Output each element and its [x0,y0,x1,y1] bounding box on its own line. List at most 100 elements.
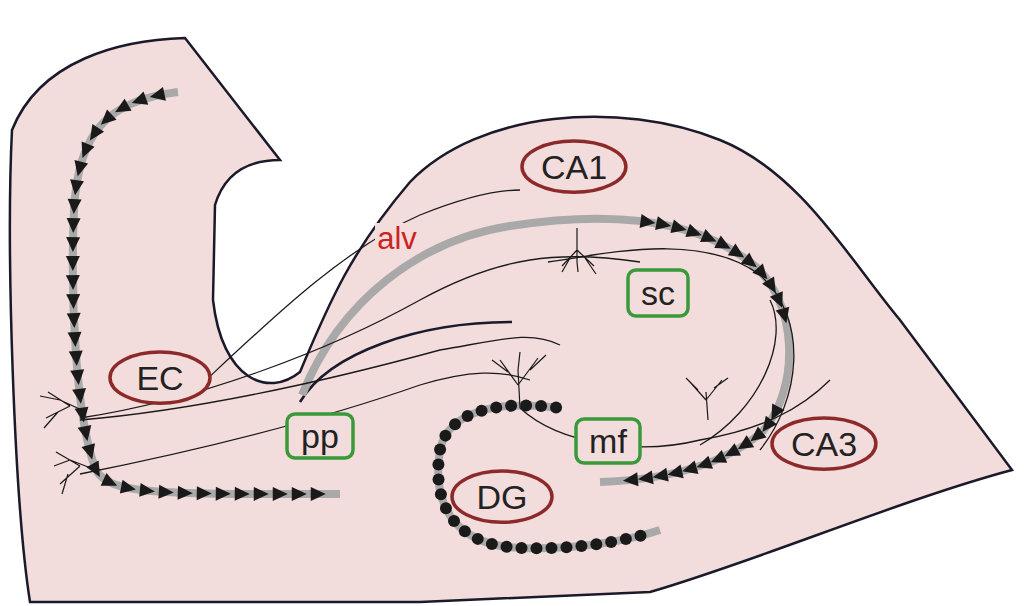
outline [628,270,688,316]
neuron-somata [66,87,793,554]
pyramidal-cell [112,99,132,119]
granule-cell [432,458,444,470]
pyramidal-cell [637,470,654,486]
pyramidal-cell [66,237,80,252]
granule-cell [434,444,446,456]
alveus-axon [190,190,520,395]
dendrite-tree [492,352,546,408]
pyramidal-cell [75,407,91,424]
granule-cell [546,542,558,554]
granule-cell [531,542,543,554]
dendrite-tree [686,378,728,420]
pyramidal-cell [76,141,95,160]
granule-cell [476,405,488,417]
pathway-box: mf [574,417,642,465]
axon-paths [80,190,830,474]
pyramidal-cell [66,256,80,271]
pyramidal-cell [66,275,80,290]
pyramidal-cell [292,487,307,501]
granule-cell [634,530,646,542]
pyramidal-cell [651,468,668,484]
granule-cell [449,418,461,430]
hippocampus-outline [10,38,1012,602]
granule-cell [605,536,617,548]
pyramidal-cell [655,216,672,233]
outline [772,418,876,469]
pathway-box: pp [285,412,355,460]
pyramidal-cell [254,487,269,501]
pyramidal-cell [78,425,95,442]
pyramidal-cell [216,487,231,501]
pyramidal-cell [68,179,84,196]
outline [576,419,640,463]
dendrite-tree [562,228,596,274]
node-label: DG [477,480,528,514]
pyramidal-cell [197,486,212,500]
pyramidal-cell [96,109,117,129]
pyramidal-cell [66,294,80,309]
pyramidal-cell [72,388,88,405]
pyramidal-cell [666,465,684,482]
pyramidal-cell [101,473,120,492]
pyramidal-cell [235,487,250,501]
pyramidal-cell [148,87,166,104]
pyramidal-cell [71,160,88,178]
region-ellipse: CA1 [520,139,628,194]
granule-cell [535,400,547,412]
granule-cell [501,541,513,553]
pyramidal-cell [84,124,104,144]
granule-cell [505,400,517,412]
pyramidal-cell [120,480,137,497]
outline [452,471,552,522]
pyramidal-cell [66,218,80,233]
granule-cell [486,538,498,550]
pyramidal-cell [670,220,688,237]
pyramidal-cell [67,313,82,329]
pyramidal-cell [67,199,82,215]
pyramidal-cell [82,443,99,461]
pyramidal-cell [640,214,657,230]
outline [522,141,626,192]
pyramidal-cell [622,472,638,487]
granule-cell [560,541,572,553]
pyramidal-cell [129,91,148,109]
perforant-path-axon [80,337,560,420]
structure-label: alv [375,223,419,254]
granule-cell [448,515,460,527]
outline [110,352,210,403]
region-ellipse: EC [108,350,212,405]
pyramidal-cell [70,369,85,385]
region-ellipse: CA3 [770,416,878,471]
granule-cell [575,540,587,552]
dendrite-trees [40,228,728,494]
node-label: CA1 [541,150,607,184]
pyramidal-cell [311,487,326,501]
dendrite-tree [54,452,96,494]
granule-cell [462,410,474,422]
node-label: sc [641,276,675,310]
pyramidal-cell [68,332,83,348]
pyramidal-cell [273,487,288,501]
granule-cell [433,473,445,485]
granule-cell [550,401,562,413]
granule-cell [620,533,632,545]
perforant-path-axon [80,257,640,418]
dendrite-tree [40,392,86,428]
granule-cell [439,430,451,442]
pyramidal-cell [178,486,193,500]
node-label: EC [136,361,183,395]
pyramidal-cell [139,483,155,498]
pyramidal-cell [158,485,174,500]
node-label: mf [589,424,627,458]
schaffer-collateral-axon [700,300,776,445]
granule-cell [490,401,502,413]
granule-cell [590,538,602,550]
node-label: CA3 [791,427,857,461]
granule-cell [440,502,452,514]
region-ellipse: DG [450,469,554,524]
pathway-box: sc [626,268,690,318]
granule-cell [472,533,484,545]
node-label: pp [301,419,339,453]
pyramidal-cell [69,350,84,366]
